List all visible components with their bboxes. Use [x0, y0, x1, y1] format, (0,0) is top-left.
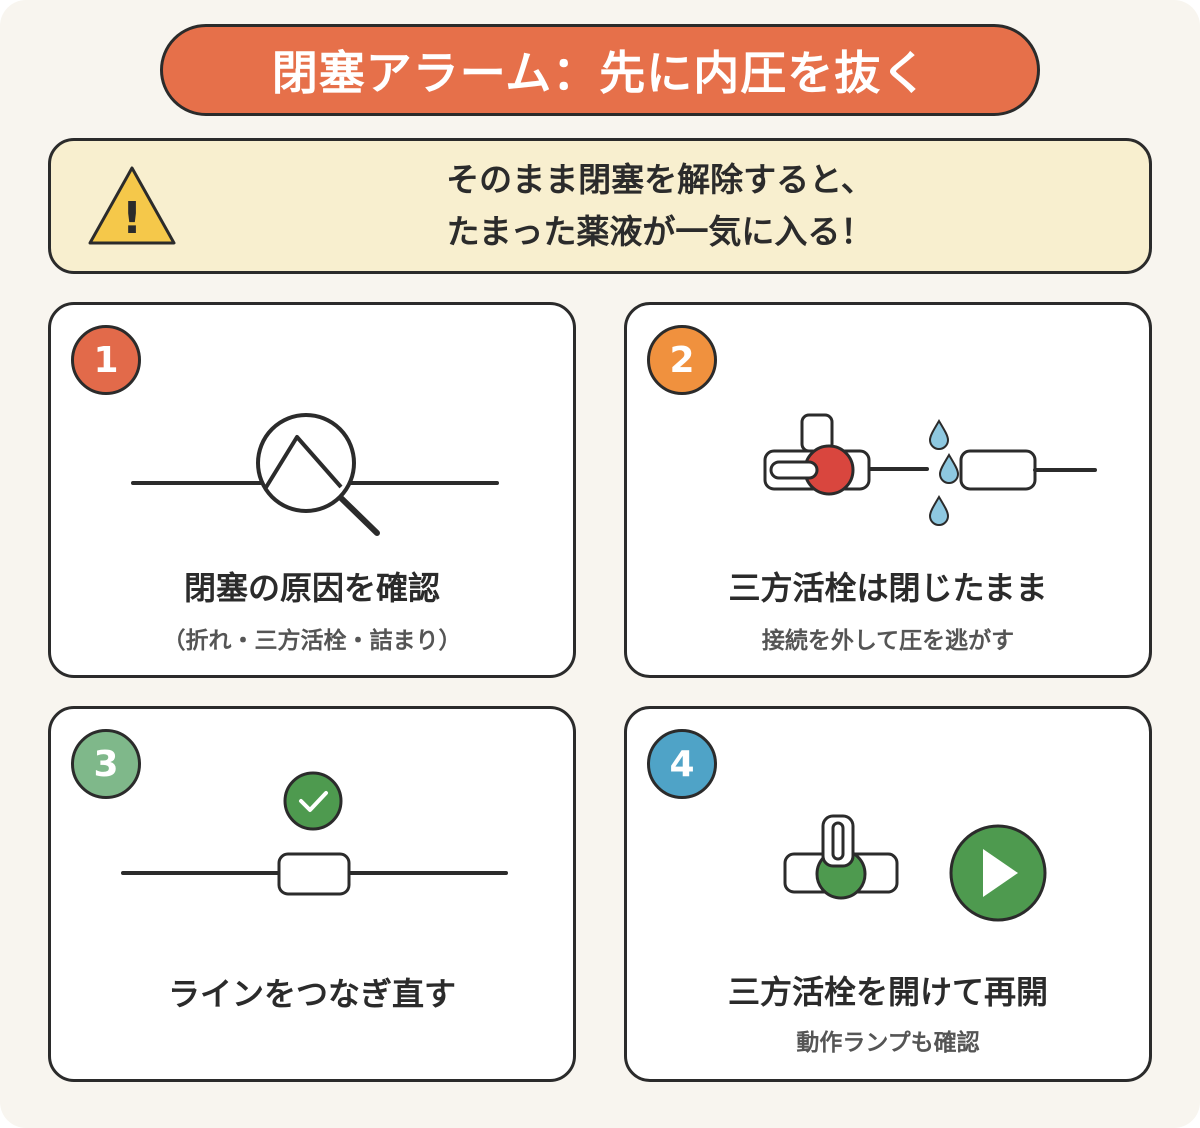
step-title-3: ラインをつなぎ直す — [167, 975, 456, 1013]
open-stopcock-play-icon — [783, 814, 1047, 922]
warning-triangle-icon: ! — [88, 166, 176, 245]
step-title-4: 三方活栓を開けて再開 — [727, 973, 1048, 1011]
warning-line-1: そのまま閉塞を解除すると、 — [446, 160, 874, 199]
warning-line-2: たまった薬液が一気に入る！ — [446, 212, 874, 251]
closed-stopcock-disconnected-icon — [763, 413, 1097, 526]
step-card-2: 2 三方活栓は閉じたまま 接続を外して圧を逃がす — [624, 302, 1152, 678]
warning-mark: ! — [122, 193, 142, 244]
step-badge-1: 1 — [71, 325, 141, 395]
step-title-2: 三方活栓は閉じたまま — [728, 569, 1048, 607]
reconnected-line-check-icon — [121, 771, 508, 896]
step-card-1: 1 閉塞の原因を確認 （折れ・三方活栓・詰まり） — [48, 302, 576, 678]
magnifier-kinked-line-icon — [131, 413, 499, 536]
step-title-1: 閉塞の原因を確認 — [183, 569, 440, 607]
step-subtitle-4: 動作ランプも確認 — [796, 1030, 980, 1056]
check-circle-icon — [283, 771, 343, 831]
step-badge-4: 4 — [647, 729, 717, 799]
title-banner: 閉塞アラーム：先に内圧を抜く — [160, 24, 1040, 116]
step-subtitle-2: 接続を外して圧を逃がす — [761, 628, 1015, 654]
page-title: 閉塞アラーム：先に内圧を抜く — [271, 46, 929, 100]
warning-box: ! そのまま閉塞を解除すると、 たまった薬液が一気に入る！ — [48, 138, 1152, 274]
step-badge-3: 3 — [71, 729, 141, 799]
step-card-4: 4 三方活栓を開けて再開 動作ランプも確認 — [624, 706, 1152, 1082]
step-subtitle-1: （折れ・三方活栓・詰まり） — [162, 628, 462, 654]
step-card-3: 3 ラインをつなぎ直す — [48, 706, 576, 1082]
step-badge-2: 2 — [647, 325, 717, 395]
